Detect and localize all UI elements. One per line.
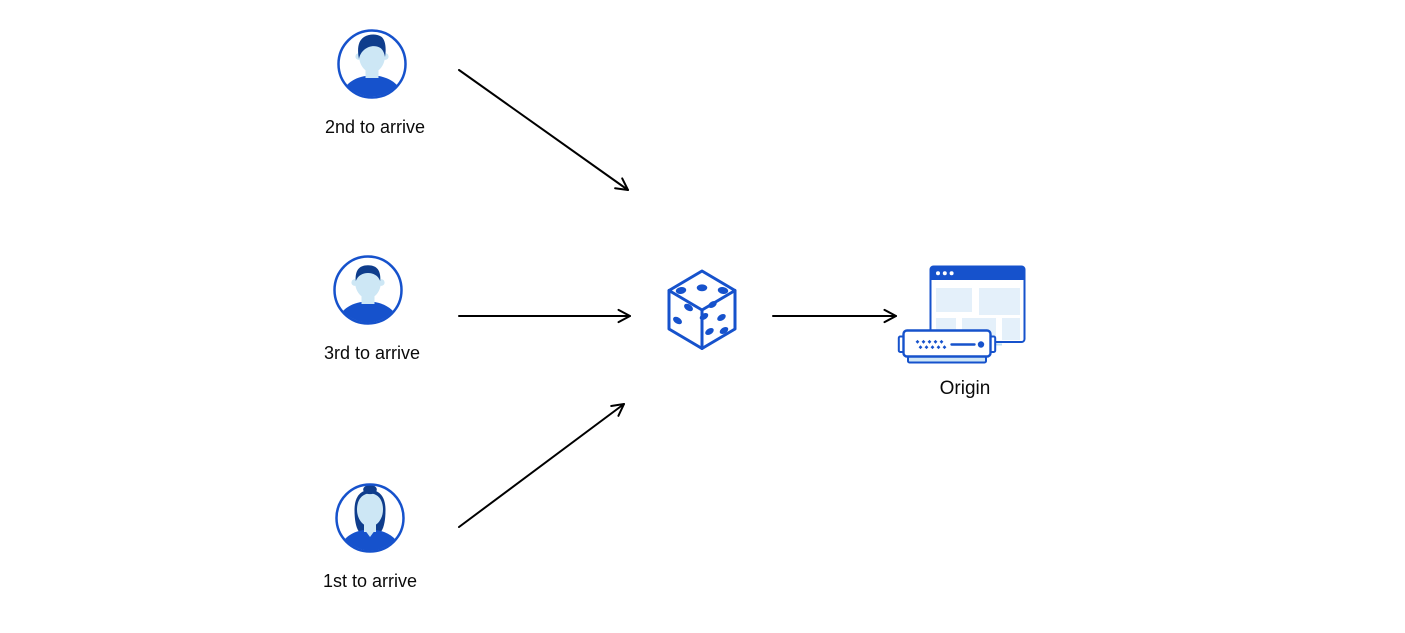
label-1st-to-arrive: 1st to arrive	[322, 571, 418, 591]
arrow-2nd-to-dice	[458, 69, 629, 191]
arrow-head	[617, 308, 631, 324]
avatar-hair-bun	[363, 484, 377, 495]
server-led	[977, 341, 985, 348]
arrow-head	[614, 177, 629, 191]
dice-icon	[667, 269, 737, 350]
avatar-2nd-icon	[337, 29, 407, 99]
label-2nd-to-arrive: 2nd to arrive	[324, 117, 426, 137]
label-3rd-to-arrive: 3rd to arrive	[323, 343, 421, 363]
label-origin: Origin	[939, 378, 991, 399]
avatar-shirt	[339, 75, 405, 97]
dice-face-top-dots	[675, 284, 729, 294]
arrow-line	[458, 403, 625, 528]
avatar-1st-icon	[335, 483, 405, 553]
browser-titlebar-dots	[936, 271, 954, 276]
avatar-3rd-icon	[333, 255, 403, 325]
origin-icon	[897, 265, 1026, 364]
browser-titlebar	[930, 266, 1025, 280]
browser-content-blocks	[936, 288, 1020, 340]
avatar-hair	[355, 265, 381, 281]
avatar-border	[335, 483, 405, 553]
dice-face-right-dots	[699, 300, 729, 336]
arrow-head	[883, 308, 897, 324]
server-vents-pattern	[915, 339, 947, 350]
arrow-1st-to-dice	[458, 403, 625, 528]
server-box	[902, 329, 992, 358]
avatar-border	[337, 29, 407, 99]
avatar-face	[357, 493, 383, 527]
arrow-head	[610, 403, 625, 417]
arrow-3rd-to-dice	[458, 308, 631, 324]
arrow-line	[458, 69, 629, 191]
avatar-shirt	[335, 301, 401, 323]
dice-face-left-dots	[673, 303, 693, 325]
avatar-hair	[358, 34, 386, 59]
avatar-shirt	[337, 529, 403, 551]
arrow-dice-to-origin	[772, 308, 897, 324]
avatar-border	[333, 255, 403, 325]
